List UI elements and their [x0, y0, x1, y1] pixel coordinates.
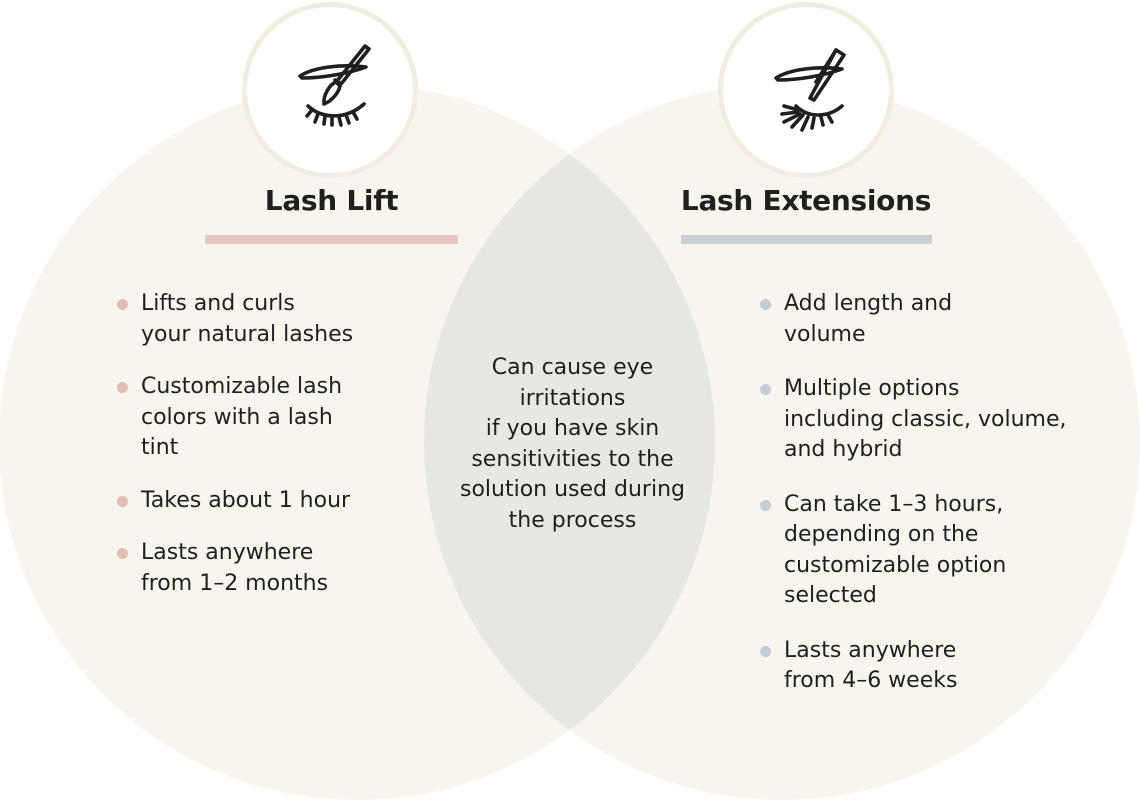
bullet-dot [760, 384, 771, 395]
bullet-dot [117, 548, 128, 559]
list-item-text: Multiple options including classic, volu… [784, 376, 1067, 462]
shared-note: Can cause eye irritations if you have sk… [460, 355, 685, 533]
list-item-text: Lifts and curls your natural lashes [141, 291, 354, 347]
list-item-text: Customizable lash colors with a lash tin… [141, 374, 343, 460]
bullet-dot [117, 382, 128, 393]
eye-with-brush-icon [298, 44, 371, 127]
list-item: Multiple options including classic, volu… [760, 374, 1100, 466]
lash-lift-list: Lifts and curls your natural lashes Cust… [117, 289, 407, 621]
eye-with-tweezers-icon [774, 48, 846, 132]
bullet-dot [760, 499, 771, 511]
left-icon-badge [242, 2, 418, 178]
lash-extensions-heading: Lash Extensions [680, 184, 932, 217]
list-item-text: Lasts anywhere from 4–6 weeks [784, 637, 958, 694]
list-item: Lasts anywhere from 1–2 months [117, 538, 407, 599]
list-item: Can take 1–3 hours, depending on the cus… [760, 490, 1100, 612]
lash-lift-heading: Lash Lift [264, 184, 399, 217]
lash-extensions-underline [681, 235, 932, 244]
overlap-region [424, 84, 715, 800]
right-icon-badge [718, 2, 894, 178]
lash-extensions-list: Add length and volume Multiple options i… [760, 289, 1100, 721]
bullet-dot [117, 495, 128, 507]
list-item-text: Add length and volume [784, 291, 953, 347]
lash-lift-underline [205, 235, 458, 244]
list-item: Lifts and curls your natural lashes [117, 289, 407, 350]
list-item-text: Can take 1–3 hours, depending on the cus… [784, 491, 1007, 609]
bullet-dot [117, 299, 128, 310]
list-item-text: Takes about 1 hour [141, 487, 351, 513]
list-item: Takes about 1 hour [117, 486, 407, 517]
list-item: Lasts anywhere from 4–6 weeks [760, 636, 1100, 697]
list-item: Customizable lash colors with a lash tin… [117, 372, 407, 464]
list-item-text: Lasts anywhere from 1–2 months [141, 540, 329, 596]
bullet-dot [760, 645, 771, 657]
bullet-dot [760, 299, 771, 310]
list-item: Add length and volume [760, 289, 1100, 350]
